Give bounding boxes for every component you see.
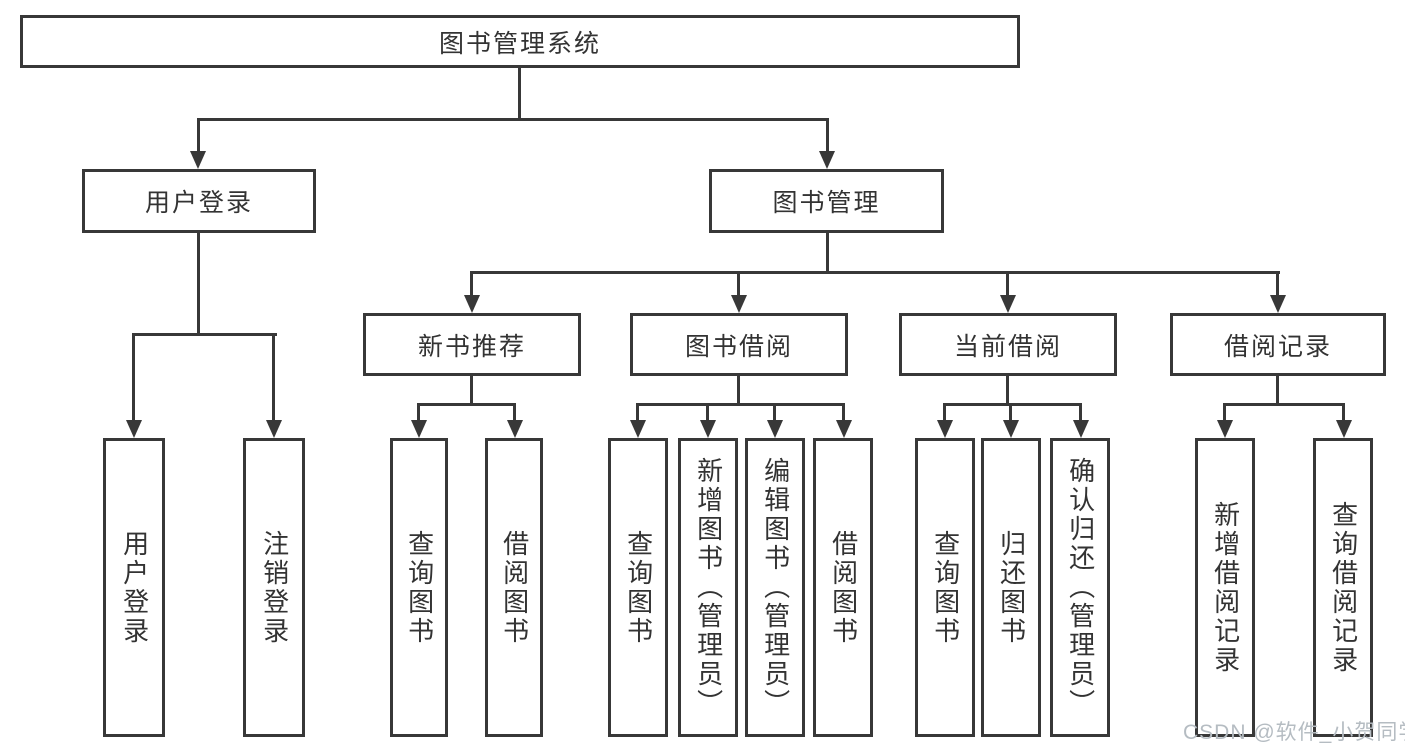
arrow-down-leaf-br-query <box>1336 420 1352 438</box>
arrow-down-leaf-bb-borrow <box>836 420 852 438</box>
node-current-borrow: 当前借阅 <box>899 313 1117 376</box>
connector-leaf-bb-borrow-stem <box>842 403 845 421</box>
node-borrow-record: 借阅记录 <box>1170 313 1386 376</box>
arrow-down-user-login <box>190 151 206 169</box>
node-user-login-label: 用户登录 <box>144 189 253 217</box>
node-leaf-cb-confirm-label: 确认归还（管理员） <box>1065 457 1096 718</box>
arrow-down-leaf-bb-add <box>700 420 716 438</box>
node-leaf-br-add: 新增借阅记录 <box>1195 438 1255 737</box>
connector-user-login-branch <box>132 333 277 336</box>
connector-leaf-user-login-stem <box>132 333 135 422</box>
node-leaf-bb-add-label: 新增图书（管理员） <box>693 457 724 718</box>
node-borrow-record-label: 借阅记录 <box>1223 332 1332 361</box>
node-leaf-br-query: 查询借阅记录 <box>1313 438 1373 737</box>
node-leaf-cb-query: 查询图书 <box>915 438 975 737</box>
connector-book-borrow-stem <box>737 271 740 297</box>
connector-leaf-br-query-stem <box>1342 403 1345 421</box>
connector-root-branch <box>197 118 829 121</box>
node-leaf-cb-confirm: 确认归还（管理员） <box>1050 438 1110 737</box>
node-root-label: 图书管理系统 <box>438 29 601 58</box>
connector-borrow-record-down <box>1276 376 1279 405</box>
node-leaf-user-login: 用户登录 <box>103 438 165 737</box>
connector-leaf-bb-add-stem <box>706 403 709 421</box>
node-leaf-bb-edit: 编辑图书（管理员） <box>745 438 805 737</box>
connector-leaf-cb-confirm-stem <box>1079 403 1082 421</box>
node-root: 图书管理系统 <box>20 15 1020 68</box>
node-leaf-br-add-label: 新增借阅记录 <box>1210 500 1241 675</box>
connector-leaf-nb-query-stem <box>417 403 420 421</box>
connector-borrow-record-branch <box>1223 403 1345 406</box>
arrow-down-current-borrow <box>1000 295 1016 313</box>
watermark: CSDN @软件_小贺同学 <box>1183 721 1405 744</box>
connector-current-borrow-branch <box>943 403 1082 406</box>
node-leaf-nb-query-label: 查询图书 <box>404 529 435 646</box>
node-leaf-nb-borrow: 借阅图书 <box>485 438 543 737</box>
node-leaf-user-login-label: 用户登录 <box>119 529 150 646</box>
connector-book-mgmt-stem <box>826 118 829 155</box>
connector-new-book-rec-stem <box>470 271 473 297</box>
node-leaf-br-query-label: 查询借阅记录 <box>1328 500 1359 675</box>
connector-book-borrow-branch <box>636 403 845 406</box>
connector-book-mgmt-branch <box>470 271 1280 274</box>
node-leaf-cb-return-label: 归还图书 <box>996 529 1027 646</box>
connector-book-borrow-down <box>737 376 740 405</box>
node-leaf-nb-borrow-label: 借阅图书 <box>499 529 530 646</box>
connector-leaf-br-add-stem <box>1223 403 1226 421</box>
connector-current-borrow-stem <box>1006 271 1009 297</box>
node-book-borrow-label: 图书借阅 <box>684 332 793 361</box>
arrow-down-leaf-nb-query <box>411 420 427 438</box>
connector-leaf-cb-query-stem <box>943 403 946 421</box>
node-new-book-rec: 新书推荐 <box>363 313 581 376</box>
arrow-down-borrow-record <box>1270 295 1286 313</box>
node-leaf-bb-query: 查询图书 <box>608 438 668 737</box>
connector-user-login-down <box>197 233 200 336</box>
arrow-down-leaf-nb-borrow <box>507 420 523 438</box>
node-book-mgmt: 图书管理 <box>709 169 944 233</box>
arrow-down-leaf-user-login <box>126 420 142 438</box>
node-leaf-nb-query: 查询图书 <box>390 438 448 737</box>
arrow-down-new-book-rec <box>464 295 480 313</box>
node-leaf-bb-add: 新增图书（管理员） <box>678 438 738 737</box>
arrow-down-leaf-bb-edit <box>767 420 783 438</box>
connector-root-stem <box>518 66 521 120</box>
connector-leaf-logout-stem <box>272 333 275 422</box>
connector-leaf-bb-query-stem <box>636 403 639 421</box>
connector-borrow-record-stem <box>1276 271 1279 297</box>
node-leaf-bb-borrow-label: 借阅图书 <box>828 529 859 646</box>
arrow-down-leaf-bb-query <box>630 420 646 438</box>
arrow-down-leaf-br-add <box>1217 420 1233 438</box>
connector-leaf-nb-borrow-stem <box>513 403 516 421</box>
node-leaf-bb-edit-label: 编辑图书（管理员） <box>760 457 791 718</box>
node-leaf-cb-query-label: 查询图书 <box>930 529 961 646</box>
node-book-mgmt-label: 图书管理 <box>772 189 881 217</box>
node-leaf-bb-query-label: 查询图书 <box>623 529 654 646</box>
connector-leaf-bb-edit-stem <box>773 403 776 421</box>
node-user-login: 用户登录 <box>82 169 316 233</box>
connector-current-borrow-down <box>1006 376 1009 405</box>
arrow-down-leaf-cb-query <box>937 420 953 438</box>
node-leaf-bb-borrow: 借阅图书 <box>813 438 873 737</box>
connector-new-book-rec-down <box>470 376 473 405</box>
node-new-book-rec-label: 新书推荐 <box>417 332 526 361</box>
arrow-down-book-borrow <box>731 295 747 313</box>
node-leaf-cb-return: 归还图书 <box>981 438 1041 737</box>
node-book-borrow: 图书借阅 <box>630 313 848 376</box>
arrow-down-leaf-cb-confirm <box>1073 420 1089 438</box>
arrow-down-leaf-logout <box>266 420 282 438</box>
node-current-borrow-label: 当前借阅 <box>953 332 1062 361</box>
arrow-down-book-mgmt <box>819 151 835 169</box>
connector-user-login-stem <box>197 118 200 155</box>
arrow-down-leaf-cb-return <box>1003 420 1019 438</box>
connector-new-book-rec-branch <box>417 403 516 406</box>
connector-leaf-cb-return-stem <box>1009 403 1012 421</box>
connector-book-mgmt-down <box>826 233 829 274</box>
node-leaf-logout-label: 注销登录 <box>259 529 290 646</box>
node-leaf-logout: 注销登录 <box>243 438 305 737</box>
